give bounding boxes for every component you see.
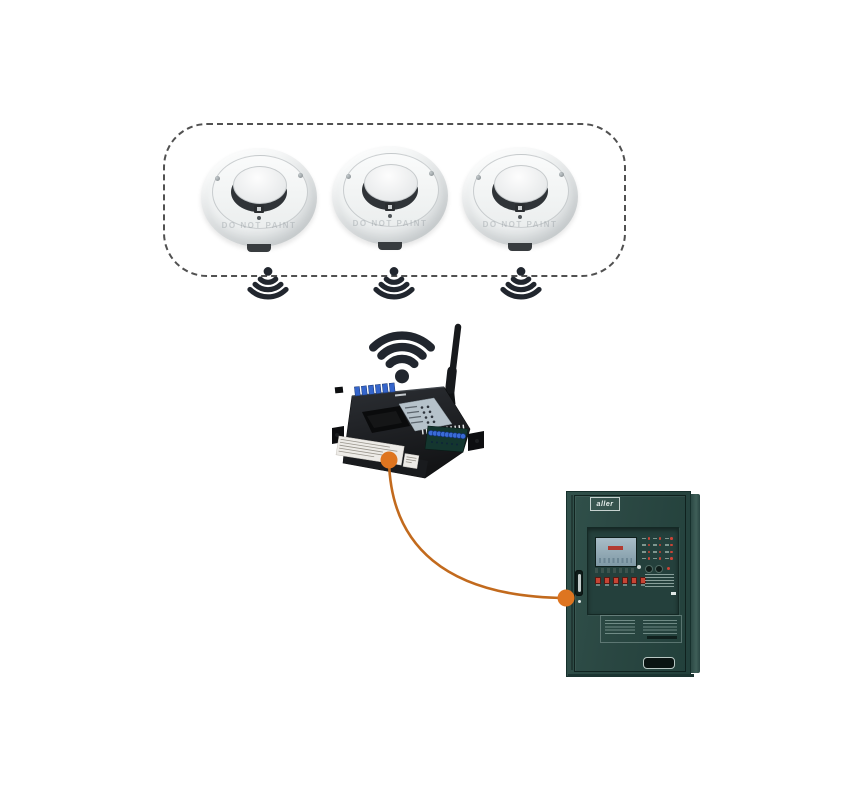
key-switch [645, 565, 653, 573]
lcd-menu-rows [599, 558, 632, 563]
paper-slot [643, 657, 675, 669]
panel-screw [637, 565, 641, 569]
led-indicator-grid [642, 535, 676, 562]
detector-led [388, 214, 392, 218]
key-switch [655, 565, 663, 573]
detector-latch-inner [388, 205, 392, 209]
smoke-detector-2: DO NOT PAINT [332, 146, 448, 250]
lcd-display [595, 537, 637, 567]
detector-screw [346, 174, 351, 179]
detector-base-notch [247, 244, 271, 252]
detector-paint-warning: DO NOT PAINT [482, 220, 558, 229]
alarm-button-row [595, 577, 646, 589]
label-barcode [647, 636, 677, 639]
brand-logo: aller [590, 497, 620, 511]
door-handle-bar [577, 574, 581, 592]
detector-led [518, 215, 522, 219]
wifi-signal-down-icon [496, 264, 546, 308]
smoke-detector-3: DO NOT PAINT [462, 147, 578, 251]
label-text-column [643, 620, 677, 636]
detector-led [257, 216, 261, 220]
smoke-detector-1: DO NOT PAINT [201, 148, 317, 252]
wireless-zone-dashed-border [163, 123, 626, 277]
cabinet-hinge-line [571, 495, 573, 670]
fire-alarm-control-panel: aller [566, 491, 700, 677]
cabinet-bottom-edge [568, 674, 694, 677]
led-label-panel [398, 397, 453, 432]
function-key-row [595, 568, 635, 573]
door-instruction-label [600, 615, 682, 643]
detector-base-notch [508, 243, 532, 251]
detector-screw [476, 175, 481, 180]
wifi-signal-up-icon [362, 318, 442, 388]
cabinet-side-face [689, 494, 700, 673]
door-lock-dot [578, 600, 581, 603]
instruction-text-block [645, 574, 674, 589]
cabinet-door [574, 495, 686, 672]
detector-paint-warning: DO NOT PAINT [352, 219, 428, 228]
wifi-signal-down-icon [243, 264, 293, 308]
serial-tag [671, 592, 676, 595]
terminal-block-left [354, 382, 396, 397]
detector-dome [233, 166, 287, 204]
control-panel-recess [587, 527, 679, 615]
terminal-block-right [424, 425, 469, 453]
detector-screw [298, 173, 303, 178]
wireless-gateway [332, 323, 484, 479]
power-led [667, 567, 670, 570]
detector-latch-inner [257, 207, 261, 211]
detector-latch-inner [518, 206, 522, 210]
detector-screw [215, 176, 220, 181]
detector-screw [559, 172, 564, 177]
label-text-column [605, 620, 635, 636]
detector-screw [429, 171, 434, 176]
gateway-logo [394, 393, 407, 397]
wifi-signal-down-icon [369, 264, 419, 308]
detector-paint-warning: DO NOT PAINT [221, 221, 297, 230]
detector-dome [364, 164, 418, 202]
detector-dome [494, 165, 548, 203]
detector-base-notch [378, 242, 402, 250]
lcd-status-text [608, 546, 623, 550]
